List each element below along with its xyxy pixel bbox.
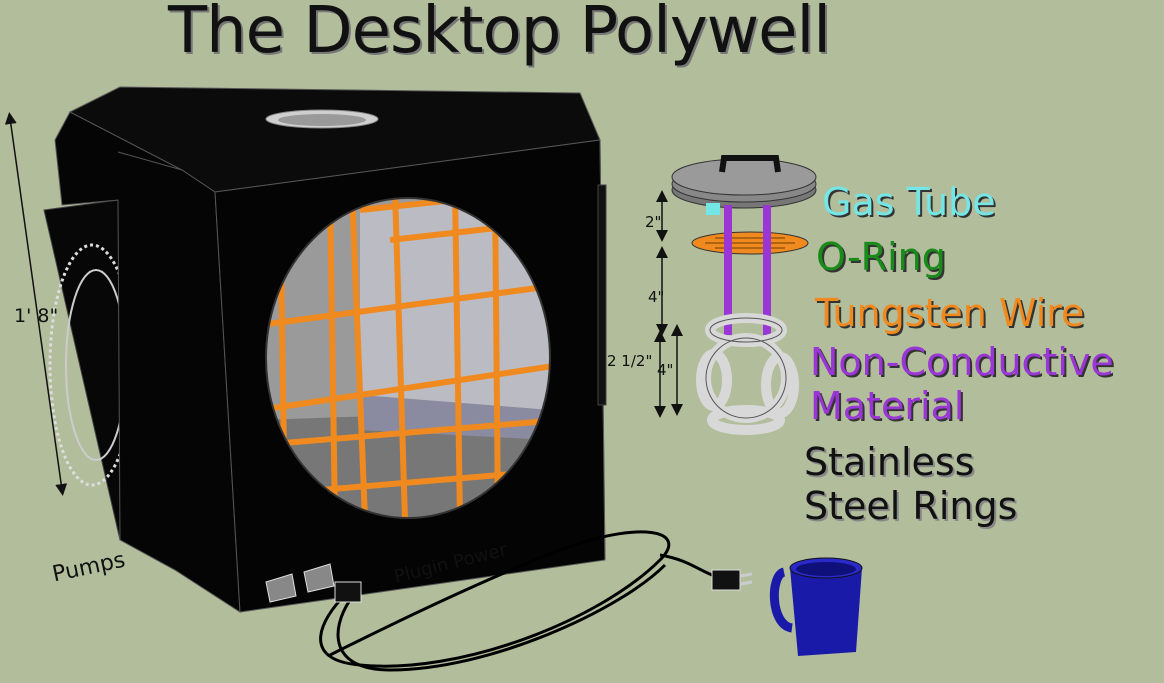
stainless-label-2: Steel Rings <box>804 484 1017 528</box>
dim-gap-top: 2" <box>645 213 661 231</box>
non-conductive-label-1: Non-Conductive <box>810 340 1114 384</box>
dim-ring-height: 4" <box>657 361 673 379</box>
o-ring-label: O-Ring <box>816 235 946 279</box>
dim-gap-mid: 4" <box>648 288 664 306</box>
stainless-rings <box>701 318 794 430</box>
stainless-label-1: Stainless <box>804 440 974 484</box>
mug <box>774 558 862 656</box>
dim-ring-span: 2 1/2" <box>607 352 652 370</box>
o-ring-part <box>692 232 808 254</box>
gas-tube-label: Gas Tube <box>822 180 996 224</box>
non-conductive-label-2: Material <box>810 384 964 428</box>
lid <box>672 158 816 215</box>
tungsten-wire-label: Tungsten Wire <box>815 291 1084 335</box>
dim-height: 1' 8" <box>14 305 58 327</box>
gas-tube-part <box>706 203 720 215</box>
